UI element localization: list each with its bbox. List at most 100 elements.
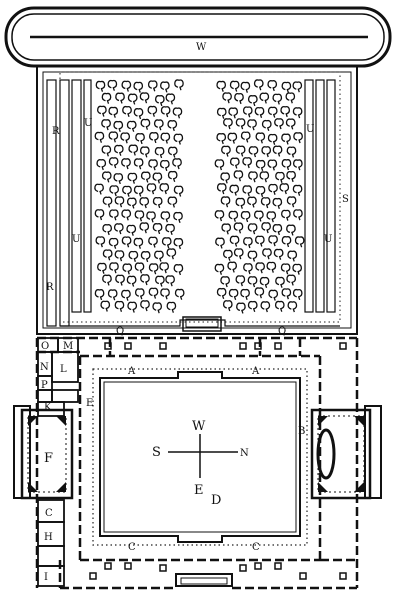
- tree-icon: [108, 131, 119, 143]
- tree-icon: [102, 249, 113, 261]
- label-m: M: [63, 341, 73, 352]
- tree-icon: [216, 80, 227, 92]
- tree-icon: [287, 301, 298, 313]
- tree-icon: [109, 185, 119, 197]
- tree-icon: [126, 275, 137, 287]
- tree-icon: [281, 209, 291, 221]
- tree-icon: [148, 287, 159, 299]
- tree-icon: [268, 183, 278, 195]
- label-i: I: [44, 572, 48, 583]
- tree-icon: [109, 262, 119, 274]
- tree-icon: [286, 196, 297, 208]
- tree-icon: [122, 185, 132, 197]
- tree-icon: [115, 92, 125, 104]
- villa-walls: [35, 336, 359, 590]
- pier: [89, 572, 97, 580]
- tree-icon: [115, 274, 125, 286]
- tree-icon: [227, 261, 237, 273]
- central-gate: [182, 316, 222, 332]
- tree-icon: [272, 93, 283, 105]
- tree-icon: [216, 133, 227, 145]
- tree-grove-left: [94, 79, 185, 314]
- tree-icon: [240, 81, 251, 93]
- tree-icon: [174, 79, 184, 91]
- left-rooms: [37, 337, 79, 587]
- tree-icon: [102, 224, 112, 236]
- tree-icon: [287, 250, 298, 262]
- tree-icon: [135, 133, 145, 145]
- pier: [274, 562, 282, 570]
- tree-icon: [280, 263, 291, 275]
- tree-icon: [247, 95, 258, 107]
- tree-icon: [167, 170, 178, 182]
- pier: [239, 564, 247, 572]
- tree-icon: [139, 92, 150, 104]
- tree-icon: [140, 118, 151, 130]
- tree-icon: [120, 132, 130, 144]
- label-k: K: [44, 402, 52, 413]
- tree-icon: [261, 119, 272, 132]
- tree-icon: [133, 237, 144, 249]
- tree-icon: [146, 183, 157, 195]
- tree-icon: [100, 300, 111, 312]
- tree-icon: [152, 223, 163, 235]
- room-b: [310, 405, 382, 500]
- tree-icon: [235, 197, 246, 209]
- tree-icon: [229, 235, 240, 247]
- label-q-left: Q: [116, 326, 124, 337]
- tree-icon: [148, 236, 158, 248]
- tree-icon: [267, 106, 278, 118]
- tree-icon: [113, 144, 124, 156]
- tree-icon: [140, 171, 151, 183]
- canal-label: W: [196, 42, 207, 53]
- tree-icon: [260, 301, 271, 313]
- tree-icon: [153, 119, 164, 131]
- tree-icon: [214, 210, 225, 222]
- tree-icon: [160, 106, 171, 118]
- tree-icon: [95, 80, 106, 92]
- tree-icon: [127, 93, 138, 105]
- tree-icon: [154, 95, 165, 107]
- tree-icon: [236, 302, 246, 314]
- tree-icon: [152, 172, 163, 184]
- tree-icon: [272, 145, 283, 157]
- label-u-left-upper: U: [84, 118, 92, 129]
- tree-icon: [114, 300, 125, 312]
- label-b: B: [298, 426, 305, 437]
- tree-icon: [121, 289, 131, 301]
- tree-icon: [262, 248, 272, 260]
- tree-icon: [165, 275, 175, 287]
- tree-icon: [248, 171, 258, 183]
- tree-icon: [126, 120, 137, 132]
- label-o: O: [41, 341, 49, 352]
- tree-icon: [159, 183, 170, 195]
- tree-icon: [148, 263, 159, 275]
- tree-icon: [255, 262, 265, 274]
- tree-icon: [159, 262, 169, 274]
- tree-icon: [267, 80, 278, 92]
- tree-icon: [152, 302, 163, 314]
- label-c-left: C: [128, 542, 136, 553]
- tree-icon: [293, 132, 303, 144]
- tree-icon: [222, 92, 232, 104]
- label-l: L: [60, 364, 67, 375]
- tree-icon: [127, 197, 137, 209]
- tree-icon: [267, 159, 278, 171]
- tree-icon: [234, 92, 244, 105]
- tree-icon: [107, 79, 118, 91]
- tree-icon: [121, 80, 132, 92]
- tree-icon: [233, 222, 244, 234]
- tree-icon: [149, 132, 159, 144]
- label-p: P: [41, 380, 48, 391]
- pier: [159, 564, 167, 572]
- tree-icon: [247, 119, 257, 131]
- pier: [124, 342, 132, 350]
- tree-icon: [133, 81, 144, 93]
- tree-icon: [101, 145, 112, 157]
- tree-icon: [165, 223, 175, 236]
- canal: W: [4, 6, 392, 68]
- tree-icon: [154, 147, 165, 159]
- tree-icon: [173, 264, 184, 276]
- tree-icon: [101, 92, 112, 104]
- tree-icon: [292, 107, 303, 119]
